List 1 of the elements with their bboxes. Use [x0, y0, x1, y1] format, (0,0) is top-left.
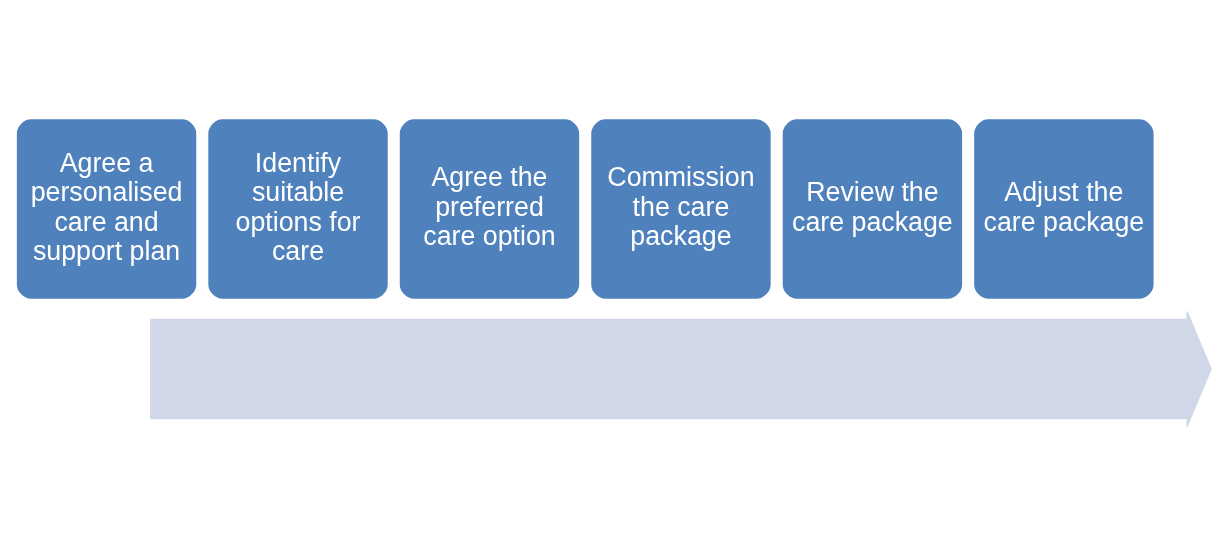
node-arrow — [150, 310, 1212, 427]
